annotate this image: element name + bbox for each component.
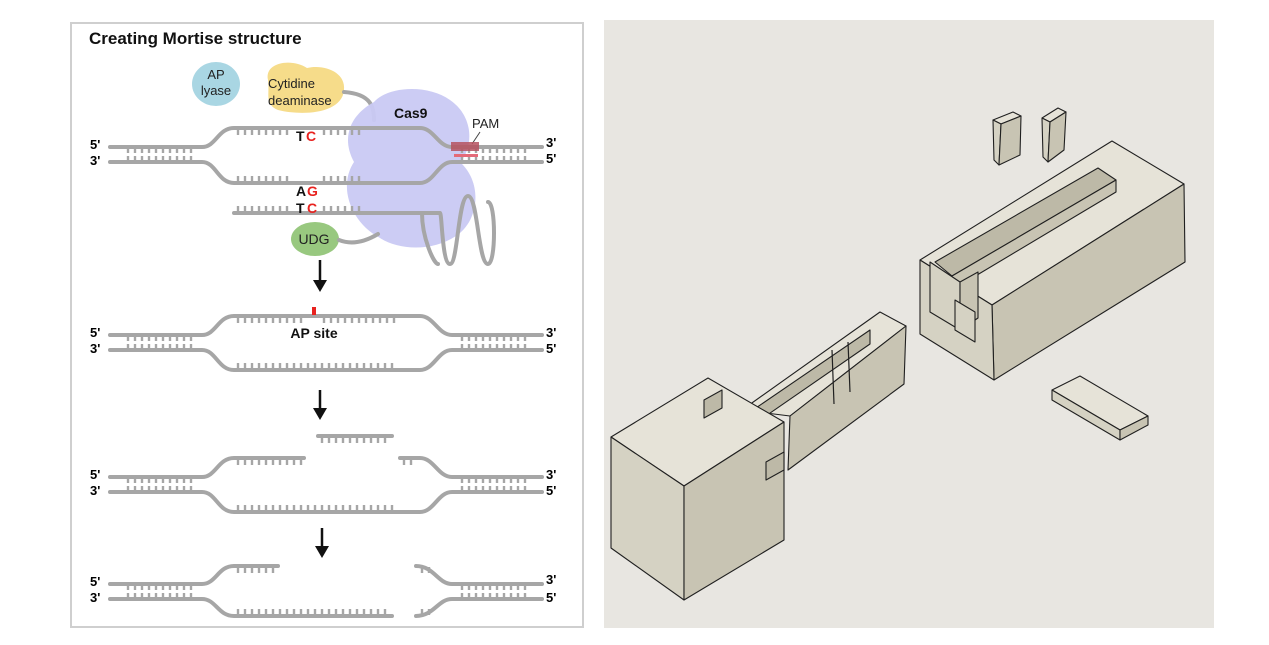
- arrow-3-head: [315, 546, 329, 558]
- udg-linker: [337, 232, 380, 245]
- stage1-3prime-left: 3': [90, 153, 100, 168]
- stage2-ticks: [126, 317, 527, 369]
- stage3-fragment-ticks: [320, 437, 387, 443]
- stage4-3prime-left: 3': [90, 590, 100, 605]
- base-a-bottom: A: [296, 183, 306, 199]
- stage1-ticks: [126, 129, 527, 182]
- stage4-top-right: [414, 564, 544, 586]
- stage2-5prime-left: 5': [90, 325, 100, 340]
- stage3-top-right: [398, 456, 544, 479]
- ap-lyase-blob: [192, 62, 240, 106]
- guide-rna-tail: [420, 211, 440, 266]
- cytidine-label-2: deaminase: [268, 93, 332, 108]
- stage3-bottom-strand: [108, 490, 544, 514]
- stage1-bottom-strand: [108, 160, 544, 185]
- stage3-3prime-right: 3': [546, 467, 556, 482]
- diagram-title: Creating Mortise structure: [89, 29, 302, 48]
- peg-right: [1041, 107, 1067, 163]
- mortise-tenon-joint-panel: [604, 20, 1214, 628]
- pam-block: [451, 142, 479, 151]
- stage2-bottom-strand: [108, 348, 544, 372]
- stage1-top-strand: [108, 126, 544, 149]
- base-t-top: T: [296, 128, 305, 144]
- pam-block-lower: [454, 154, 478, 157]
- stage1-3prime-right: 3': [546, 135, 556, 150]
- base-c-guide: C: [307, 200, 317, 216]
- cas9-label: Cas9: [394, 105, 428, 121]
- stage2-5prime-right: 5': [546, 341, 556, 356]
- base-t-guide: T: [296, 200, 305, 216]
- tenon-block: [610, 311, 907, 601]
- udg-label: UDG: [298, 231, 329, 247]
- stage4-top-left: [108, 564, 280, 586]
- mortise-pathway-panel: Creating Mortise structure AP lyase Cyti…: [70, 22, 584, 628]
- stage1-5prime-left: 5': [90, 137, 100, 152]
- stage2-3prime-right: 3': [546, 325, 556, 340]
- ap-site-label: AP site: [290, 325, 337, 341]
- stage4-5prime-right: 5': [546, 590, 556, 605]
- stage3-ticks: [126, 459, 527, 511]
- stage4-5prime-left: 5': [90, 574, 100, 589]
- stage3-5prime-right: 5': [546, 483, 556, 498]
- ap-lyase-label-1: AP: [207, 67, 224, 82]
- dna-diagram-svg: Creating Mortise structure AP lyase Cyti…: [89, 29, 556, 618]
- ap-lyase-label-2: lyase: [201, 83, 231, 98]
- ap-site-mark: [312, 307, 316, 315]
- cytidine-label-1: Cytidine: [268, 76, 315, 91]
- stage4-ticks: [126, 567, 527, 615]
- peg-left: [992, 111, 1022, 166]
- stage3-5prime-left: 5': [90, 467, 100, 482]
- wood-joint-illustration: [610, 107, 1186, 601]
- stage2-3prime-left: 3': [90, 341, 100, 356]
- stage3-3prime-left: 3': [90, 483, 100, 498]
- stage4-bottom-right: [414, 597, 544, 618]
- stage1-5prime-right: 5': [546, 151, 556, 166]
- arrow-2-head: [313, 408, 327, 420]
- cytidine-deaminase-blob: [267, 62, 345, 113]
- stage3-top-left: [108, 456, 306, 479]
- arrow-1-head: [313, 280, 327, 292]
- udg-blob: [291, 222, 339, 256]
- mortise-block: [919, 140, 1186, 381]
- flat-slat: [1051, 375, 1149, 441]
- base-g-bottom: G: [307, 183, 318, 199]
- guide-rna-ticks: [236, 206, 361, 212]
- stage4-3prime-right: 3': [546, 572, 556, 587]
- base-c-top: C: [306, 128, 316, 144]
- stage2-top-strand: [108, 314, 544, 337]
- pam-label: PAM: [472, 116, 499, 131]
- guide-rna-strand: [232, 193, 496, 267]
- stage4-bottom-left: [108, 597, 394, 618]
